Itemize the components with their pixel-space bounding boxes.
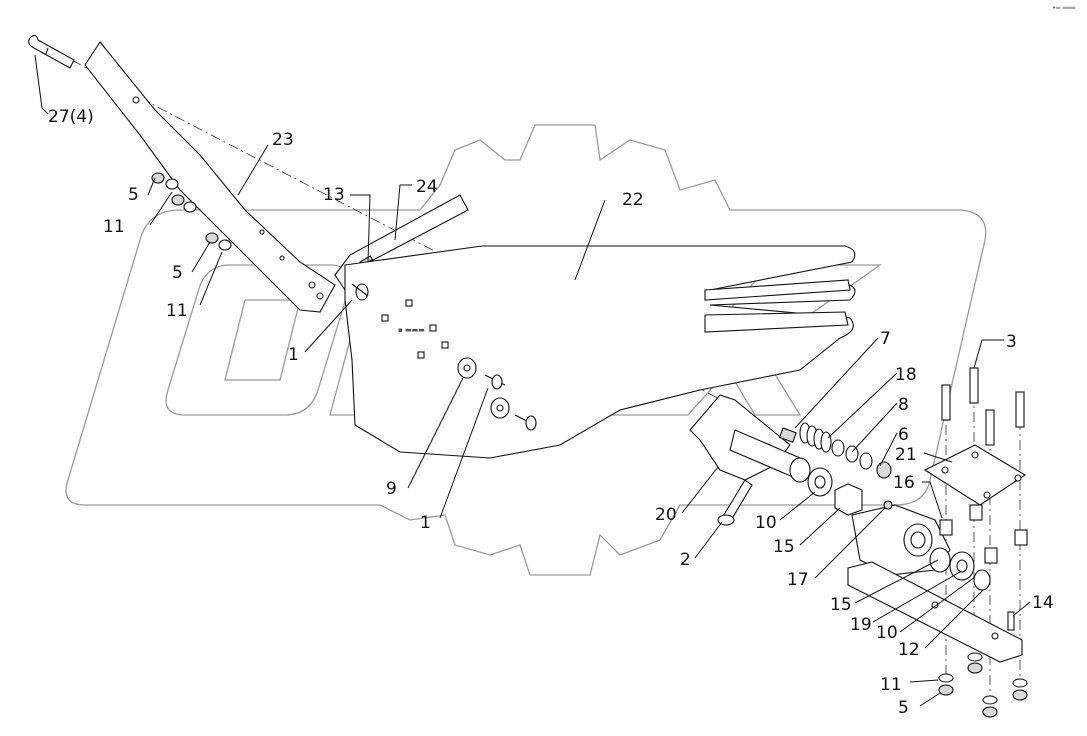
- callout-5: 5: [898, 698, 909, 718]
- ring-12: [973, 569, 991, 591]
- callout-14: 14: [1032, 593, 1054, 613]
- callout-8: 8: [898, 395, 909, 415]
- callout-22: 22: [622, 190, 644, 210]
- callout-labels: 27(4) 23 5 11 5 11 13 24 22 1 9 1 7 18 8…: [48, 107, 1054, 718]
- washer-9: [457, 357, 510, 419]
- washer-10-right: [949, 551, 975, 581]
- nut-washer-set-upper: [151, 172, 232, 251]
- callout-5: 5: [172, 263, 183, 283]
- callout-15: 15: [830, 595, 852, 615]
- callout-6: 6: [898, 425, 909, 445]
- callout-11: 11: [880, 675, 902, 695]
- callout-12: 12: [898, 640, 920, 660]
- callout-11: 11: [166, 301, 188, 321]
- housing-17: [851, 500, 951, 576]
- cap-plate-21: [923, 444, 1027, 506]
- bolt-1-upper: [351, 283, 369, 301]
- lever-20: [689, 394, 811, 483]
- arm-23: [84, 41, 336, 313]
- callout-9: 9: [386, 479, 397, 499]
- callout-17: 17: [787, 570, 809, 590]
- bolt-2: [717, 479, 753, 526]
- callout-20: 20: [655, 505, 677, 525]
- bolt-3-set: [941, 367, 1025, 446]
- callout-13: 13: [323, 185, 345, 205]
- bushing-15-left: [834, 483, 863, 516]
- callout-27: 27(4): [48, 107, 94, 127]
- bolt-27: [28, 34, 75, 69]
- callout-16: 16: [893, 473, 915, 493]
- bolt-1-lower: [484, 374, 537, 431]
- callout-1: 1: [420, 513, 431, 533]
- callout-5: 5: [128, 185, 139, 205]
- spring-washer-stack: [778, 422, 892, 479]
- leader-lines: [34, 54, 1031, 707]
- washer-10-left: [807, 467, 833, 497]
- callout-11: 11: [103, 217, 125, 237]
- callout-1: 1: [288, 345, 299, 365]
- callout-19: 19: [850, 615, 872, 635]
- callout-3: 3: [1006, 332, 1017, 352]
- callout-2: 2: [680, 550, 691, 570]
- bushing-15-right: [929, 547, 951, 573]
- callout-15: 15: [773, 537, 795, 557]
- spacer-16-set: [939, 504, 1028, 564]
- svg-text:▪ ▬▬▬: ▪ ▬▬▬: [398, 326, 425, 334]
- callout-23: 23: [272, 130, 294, 150]
- callout-10: 10: [876, 623, 898, 643]
- callout-7: 7: [880, 329, 891, 349]
- callout-10: 10: [755, 513, 777, 533]
- pin-14: [1007, 611, 1015, 631]
- shield-plate-22: ▪ ▬▬▬: [344, 245, 856, 459]
- callout-24: 24: [416, 177, 438, 197]
- base-plate-19: [847, 561, 1023, 663]
- corner-mark: •═ ═══: [1052, 4, 1076, 12]
- callout-18: 18: [895, 365, 917, 385]
- callout-21: 21: [895, 445, 917, 465]
- nut-washer-set-lower: [938, 652, 1028, 718]
